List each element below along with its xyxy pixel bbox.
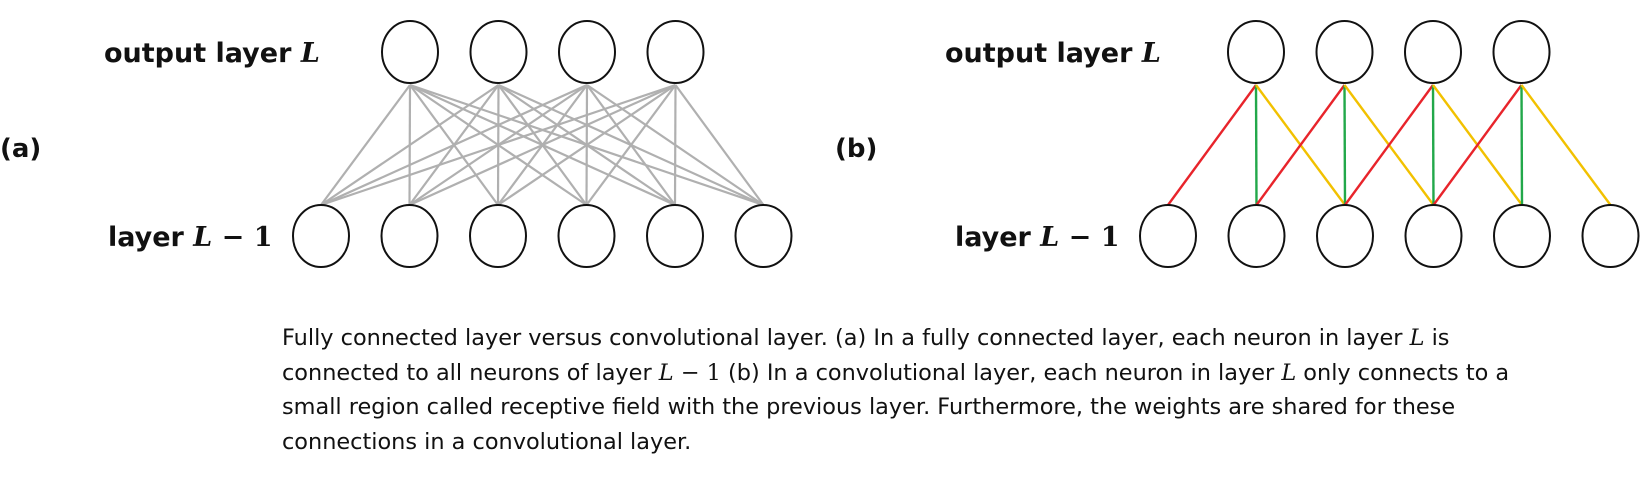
neuron (380, 204, 439, 268)
connection-edge (497, 84, 677, 206)
caption-math-var: L (658, 359, 674, 386)
caption-text: Fully connected layer versus convolution… (282, 325, 1410, 351)
caption-line-1: Fully connected layer versus convolution… (282, 321, 1602, 356)
neuron (558, 20, 616, 84)
neuron (557, 204, 616, 268)
connection-edge (585, 84, 677, 206)
connection-edge (320, 84, 411, 206)
neuron (1315, 20, 1374, 84)
caption-text: only connects to a (1296, 359, 1510, 386)
connection-edge (320, 83, 588, 207)
neuron (292, 204, 350, 268)
label-var: L (1141, 38, 1161, 69)
previous-layer-neurons (1139, 204, 1640, 268)
neuron (1493, 204, 1551, 268)
neuron (1492, 20, 1551, 84)
caption-text: is (1424, 325, 1450, 351)
panel-b-tag: (b) (835, 134, 877, 164)
output-layer-neurons (1227, 20, 1551, 84)
caption-line-2: connected to all neurons of layer L − 1 … (282, 356, 1602, 391)
neuron (1316, 204, 1374, 268)
diagram: (a) output layer L layer L − 1 (b) outpu… (0, 20, 1640, 268)
label-text: output layer (945, 38, 1142, 69)
previous-layer-neurons (292, 204, 793, 268)
panel-b-output-layer-label: output layer L (945, 38, 1161, 69)
label-var: L (1039, 222, 1059, 253)
convolutional-edges (1167, 84, 1612, 206)
neuron (469, 20, 528, 84)
neuron (646, 204, 704, 268)
neuron (469, 204, 527, 268)
connection-edge (320, 83, 676, 207)
weight-edge-0 (1167, 84, 1257, 206)
connection-edge (673, 84, 677, 206)
label-var: L (192, 222, 212, 253)
neuron (646, 20, 705, 84)
label-text: layer (955, 222, 1040, 253)
panel-b-convolutional: (b) output layer L layer L − 1 (835, 20, 1640, 268)
panel-a-output-layer-label: output layer L (104, 38, 320, 69)
label-var: L (300, 38, 320, 69)
connection-edge (674, 84, 765, 206)
weight-edge-2 (1520, 84, 1612, 206)
connection-edge (320, 84, 500, 206)
weight-edge-1 (1254, 84, 1258, 206)
figure-caption: Fully connected layer versus convolution… (282, 321, 1602, 459)
neuron (1227, 204, 1286, 268)
caption-text: (b) In a convolutional layer, each neuro… (720, 359, 1282, 386)
neuron (1404, 20, 1462, 84)
caption-line-4: connections in a convolutional layer. (282, 428, 692, 455)
weight-edge-1 (1520, 84, 1524, 206)
fully-connected-edges (320, 83, 765, 207)
neuron (1227, 20, 1285, 84)
panel-b-prev-layer-label: layer L − 1 (955, 222, 1119, 253)
weight-edge-1 (1431, 84, 1435, 206)
panel-a-fully-connected: (a) output layer L layer L − 1 (0, 20, 793, 268)
connection-edge (409, 83, 676, 207)
output-layer-neurons (381, 20, 705, 84)
panel-a-prev-layer-label: layer L − 1 (108, 222, 272, 253)
neuron (1581, 204, 1640, 268)
weight-edge-0 (1432, 84, 1523, 206)
weight-edge-0 (1255, 84, 1346, 206)
label-op: − 1 (212, 222, 272, 253)
caption-math-op: − 1 (673, 359, 721, 386)
neuron (1404, 204, 1463, 268)
label-text: output layer (104, 38, 301, 69)
panel-a-tag: (a) (0, 134, 41, 164)
caption-math-var: L (1281, 359, 1297, 386)
weight-edge-1 (1343, 84, 1347, 206)
weight-edge-0 (1344, 84, 1434, 206)
label-text: layer (108, 222, 193, 253)
caption-math-var: L (1409, 325, 1425, 351)
neuron (734, 204, 793, 268)
neuron (1139, 204, 1197, 268)
caption-text: connected to all neurons of layer (282, 359, 659, 386)
label-op: − 1 (1059, 222, 1119, 253)
neuron (381, 20, 439, 84)
caption-line-3: small region called receptive field with… (282, 394, 1456, 420)
